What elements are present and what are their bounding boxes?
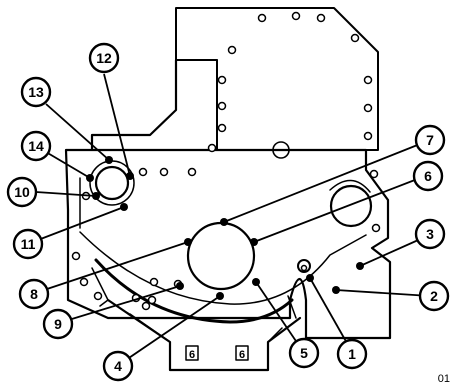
callout-12: 12: [88, 42, 120, 74]
svg-text:1: 1: [348, 346, 356, 362]
right-bore: [329, 184, 373, 228]
support-bracket: [106, 298, 302, 372]
callout-4: 4: [102, 350, 134, 382]
callout-6: 6: [412, 160, 444, 192]
svg-text:5: 5: [300, 345, 308, 361]
callout-3: 3: [414, 218, 446, 250]
callout-10: 10: [6, 176, 38, 208]
callout-8: 8: [18, 278, 50, 310]
svg-text:4: 4: [114, 358, 122, 374]
callout-9: 9: [42, 308, 74, 340]
svg-text:7: 7: [426, 132, 434, 148]
svg-text:9: 9: [54, 316, 62, 332]
marked-bolts: [86, 156, 364, 300]
svg-text:13: 13: [28, 84, 44, 100]
callout-1: 1: [336, 338, 368, 370]
svg-text:12: 12: [96, 50, 112, 66]
callouts: 1 2 3 4 5 6 7 8: [6, 42, 450, 382]
left-bore: [94, 165, 130, 201]
callout-14: 14: [20, 130, 52, 162]
bracket-label-left: 6: [189, 349, 195, 361]
svg-text:8: 8: [30, 286, 38, 302]
callout-2: 2: [418, 280, 450, 312]
callout-7: 7: [414, 124, 446, 156]
svg-text:10: 10: [14, 184, 30, 200]
svg-text:6: 6: [424, 168, 432, 184]
bracket-labels: 6 6: [185, 345, 249, 361]
callout-13: 13: [20, 76, 52, 108]
bracket-label-right: 6: [239, 349, 245, 361]
central-bore: [186, 221, 256, 291]
svg-text:3: 3: [426, 226, 434, 242]
svg-text:14: 14: [28, 138, 44, 154]
svg-text:11: 11: [21, 236, 36, 252]
figure-code: 01: [438, 373, 450, 385]
bolt-holes: [71, 11, 381, 311]
leader-lines: [35, 73, 431, 365]
svg-text:2: 2: [430, 288, 438, 304]
callout-11: 11: [12, 228, 44, 260]
callout-5: 5: [288, 337, 320, 369]
